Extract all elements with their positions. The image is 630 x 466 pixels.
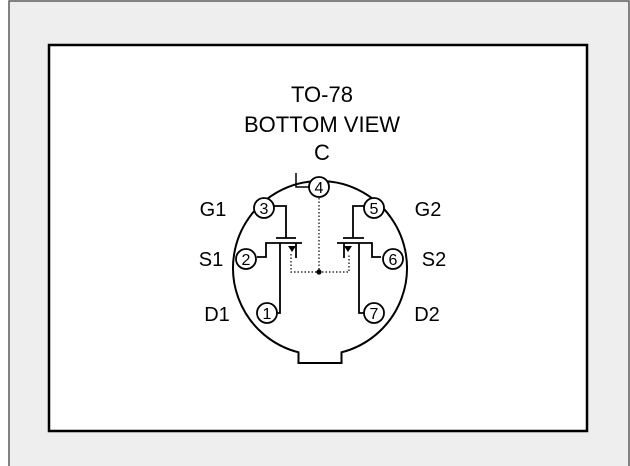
right-fet-arrow	[344, 246, 352, 252]
view-subtitle: BOTTOM VIEW	[244, 112, 400, 137]
pin-number: 7	[370, 306, 379, 323]
label-d2: D2	[414, 304, 440, 326]
case-label: C	[314, 140, 330, 165]
pin-number: 6	[389, 252, 398, 269]
pin-1: 1	[256, 302, 278, 324]
pin-2: 2	[235, 248, 257, 270]
left-fet-arrow	[288, 246, 296, 252]
label-d1: D1	[204, 304, 230, 326]
pin-number: 1	[263, 306, 272, 323]
pin-number: 4	[315, 180, 324, 197]
package-title: TO-78	[291, 82, 353, 107]
pin-7: 7	[363, 302, 385, 324]
pin-number: 3	[260, 201, 269, 218]
pin-3: 3	[253, 197, 275, 219]
label-g2: G2	[415, 199, 442, 221]
label-s1: S1	[199, 249, 223, 271]
pin-5: 5	[363, 197, 385, 219]
package-outline	[232, 180, 408, 364]
case-lead	[295, 173, 310, 188]
pin-4: 4	[308, 176, 330, 198]
label-s2: S2	[422, 249, 446, 271]
pin-6: 6	[382, 248, 404, 270]
label-g1: G1	[200, 199, 227, 221]
left-fet-symbol	[257, 205, 302, 314]
pin-number: 5	[370, 201, 379, 218]
junction-dot	[316, 269, 322, 275]
inner-panel	[47, 43, 589, 433]
pin-number: 2	[242, 252, 251, 269]
